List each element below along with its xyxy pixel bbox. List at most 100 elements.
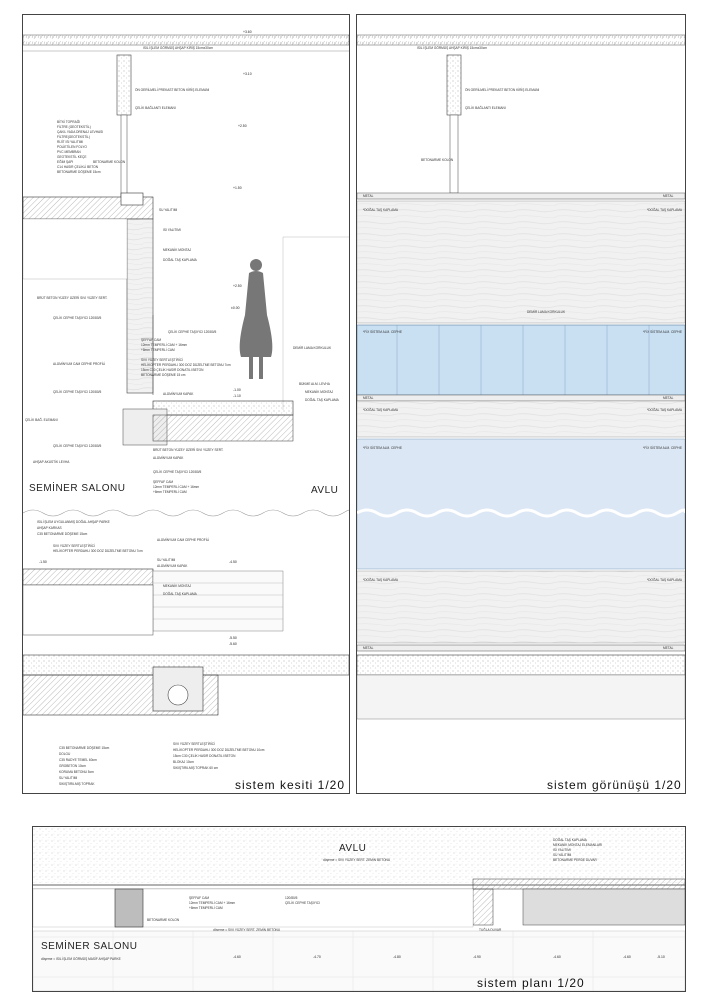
svg-text:BİTKİ TOPRAĞI: BİTKİ TOPRAĞI: [57, 119, 80, 124]
svg-text:FİLTRE(GEOTEKSTİL): FİLTRE(GEOTEKSTİL): [57, 134, 90, 139]
plan-sheet: AVLU döşeme = SIVI YÜZEY SERT. ZEMİN BET…: [32, 826, 686, 992]
mech-mount-label: MEKANİK MONTAJ: [163, 247, 192, 252]
metal-label-2: METAL: [363, 396, 374, 400]
svg-text:PVC MEMBRAN: PVC MEMBRAN: [57, 150, 81, 154]
svg-text:SU YALITIMI: SU YALITIMI: [553, 853, 571, 857]
alu-cover-label-3: ALÜMİNYUM KAPAK: [157, 563, 188, 568]
seminar-room-label: SEMİNER SALONU: [29, 481, 125, 494]
ground-soil: [357, 674, 685, 720]
steel-conn-label: ÇELİK BAĞLANTI ELEMANI: [135, 105, 176, 110]
svg-text:POLİETİLEN FOLYO: POLİETİLEN FOLYO: [57, 144, 87, 149]
svg-text:-4.80: -4.80: [393, 955, 401, 959]
svg-text:ÇAKIL YADA DRENAJ LEVHASI: ÇAKIL YADA DRENAJ LEVHASI: [57, 130, 103, 134]
courtyard-room-label: AVLU: [311, 485, 338, 496]
glass-label-6: +8mm TEMPERLİ CAM: [153, 489, 187, 494]
courtyard-slab: [152, 400, 294, 416]
mech-mount-label-2: MEKANİK MONTAJ: [305, 389, 334, 394]
svg-text:BLOKAJ 10cm: BLOKAJ 10cm: [173, 760, 194, 764]
plan-glass-label-2: 12mm TEMPERLİ CAM + 16mm: [189, 900, 235, 905]
roof-beam-band: [357, 34, 685, 46]
metal-band-top: [357, 192, 685, 200]
svg-text:MEKANİK MONTAJ ELEMANLARI: MEKANİK MONTAJ ELEMANLARI: [553, 842, 602, 847]
stone-label-1: *DOĞAL TAŞ KAPLAMA: [363, 207, 399, 212]
brut-label-2: BRÜT BETON YÜZEY ÜZERİ SIVI YÜZEY SERT.: [153, 447, 224, 452]
section-title: sistem kesiti 1/20: [235, 778, 345, 792]
slab-label-3: 15cm C30 ÇELİK HASIR DONATILI BETON: [141, 367, 204, 372]
level-8: -1.10: [233, 394, 241, 398]
level-5: +2.50: [233, 284, 242, 288]
svg-text:-5.10: -5.10: [657, 955, 665, 959]
svg-text:BETONARME PERDE DUVAR: BETONARME PERDE DUVAR: [553, 858, 598, 862]
metal-band-bottom: [357, 644, 685, 652]
glass-label-1: *FİX SİSTEM ALM. CEPHE: [363, 329, 402, 334]
svg-text:ISI YALITIMI: ISI YALITIMI: [553, 848, 571, 852]
glass-label-5: 12mm TEMPERLİ CAM + 16mm: [153, 484, 199, 489]
alu-cover-label: ALÜMİNYUM KAPAK: [163, 391, 194, 396]
precast-label: ÖN GERİLMELİ PREKAST BETON KİRİŞ ELEMANI: [465, 87, 539, 92]
alu-profile-label: ALÜMİNYUM CAM CEPHE PROFİLİ: [53, 361, 105, 366]
level-12: -5.60: [229, 642, 237, 646]
roof-beam-label: ISIL İŞLEM GÖRMÜŞ AHŞAP KİRİŞ 15cmx30cm: [143, 45, 213, 50]
steel-carrier-label-5: ÇELİK CEPHE TAŞIYICI 120/80/5: [153, 469, 201, 474]
plan-rc-column-label: BETONARME KOLON: [147, 918, 180, 922]
glass-facade-upper: [357, 324, 685, 396]
heat-ins-label: ISI YALITIMI: [163, 228, 181, 232]
svg-text:DOLGU: DOLGU: [59, 752, 71, 756]
lower-slab: [23, 568, 154, 586]
svg-text:DOĞAL TAŞ KAPLAMA: DOĞAL TAŞ KAPLAMA: [553, 837, 588, 842]
glass-label-3: +8mm TEMPERLİ CAM: [141, 347, 175, 352]
plan-mid-floor-label: döşeme = SIVI YÜZEY SERT. ZEMİN BETONU: [213, 927, 281, 932]
glass-label-2: 12mm TEMPERLİ CAM + 16mm: [141, 342, 187, 347]
brick-label: TUĞLA DUVAR: [479, 927, 502, 932]
stone-label-4: *DOĞAL TAŞ KAPLAMA: [647, 407, 683, 412]
svg-text:C14 HASIR ÇELİKLİ BETON: C14 HASIR ÇELİKLİ BETON: [57, 164, 99, 169]
bent-sheet-label: BÜKME ALM. LEVHA: [299, 382, 331, 386]
plan-rc-column: [114, 888, 144, 928]
metal-band-mid: [357, 394, 685, 402]
glass-facade-lower: [357, 438, 685, 570]
plan-seminar-label: SEMİNER SALONU: [41, 939, 137, 952]
svg-text:15cm C30 ÇELİK HASIR DONATILI: 15cm C30 ÇELİK HASIR DONATILI BETON: [173, 753, 236, 758]
stone-cladding-upper: [357, 200, 685, 324]
svg-text:SIKIŞTIRILMIŞ TOPRAK 60 cm: SIKIŞTIRILMIŞ TOPRAK 60 cm: [173, 766, 218, 770]
svg-text:C35 BETONARME DÖŞEME 15cm: C35 BETONARME DÖŞEME 15cm: [37, 532, 88, 536]
steel-carrier-label-4: ÇELİK CEPHE TAŞIYICI 120/80/5: [53, 443, 101, 448]
svg-text:C35 RADYE TEMEL 60cm: C35 RADYE TEMEL 60cm: [59, 758, 97, 762]
break-line: [357, 508, 685, 518]
level-7: -1.00: [233, 388, 241, 392]
plan-seminar-floor-label: döşeme = ISIL İŞLEM GÖRMÜŞ MASİF AHŞAP P…: [41, 956, 121, 961]
stone-label-5: *DOĞAL TAŞ KAPLAMA: [363, 577, 399, 582]
mech-mount-label-3: MEKANİK MONTAJ: [163, 583, 192, 588]
wall-layers: DOĞAL TAŞ KAPLAMA MEKANİK MONTAJ ELEMANL…: [553, 837, 602, 862]
steel-carrier-label: ÇELİK CEPHE TAŞIYICI 120/80/5: [53, 315, 101, 320]
svg-text:GEOTEKSTİL KEÇE: GEOTEKSTİL KEÇE: [57, 154, 86, 159]
metal-label-3: METAL: [663, 396, 674, 400]
seminar-area: [33, 930, 685, 991]
plan-levels: -4.60 -4.70 -4.80 -4.90 -4.60 -4.60 -5.1…: [233, 955, 665, 959]
svg-text:KORUMA BETONU 5cm: KORUMA BETONU 5cm: [59, 770, 94, 774]
svg-text:SU YALITIMI: SU YALITIMI: [59, 776, 77, 780]
rc-column: [120, 114, 128, 198]
floor-layers: ISIL İŞLEM UYGULANMIŞ DOĞAL AHŞAP PARKE …: [37, 519, 110, 536]
steel-carrier-label-3: ÇELİK CEPHE TAŞIYICI 120/80/5: [53, 389, 101, 394]
glass-label-4: *FİX SİSTEM ALM. CEPHE: [643, 445, 682, 450]
svg-text:-4.60: -4.60: [553, 955, 561, 959]
acoustic-label: AHŞAP AKUSTİK LEVHA: [33, 459, 70, 464]
plan-glass-label-3: +8mm TEMPERLİ CAM: [189, 905, 223, 910]
slab-label-4: BETONARME DÖŞEME 15 cm: [141, 373, 186, 377]
water-ins-label-2: SU YALITIMI: [157, 558, 175, 562]
slab-screed-label: HELİKOPTER PERDAHLI 300 DOZ DÜZELTME BET…: [53, 548, 143, 553]
metal-label-5: METAL: [663, 646, 674, 650]
stone-clad-label: DOĞAL TAŞ KAPLAMA: [163, 257, 198, 262]
svg-text:SIVI YÜZEY SERTLEŞTİRİCİ: SIVI YÜZEY SERTLEŞTİRİCİ: [173, 741, 215, 746]
rc-column: [449, 114, 459, 194]
section-drawing: ISIL İŞLEM GÖRMÜŞ AHŞAP KİRİŞ 15cmx30cm …: [23, 30, 349, 792]
stone-cladding-lower: [357, 570, 685, 644]
elevation-title: sistem görünüşü 1/20: [547, 778, 682, 792]
svg-text:-4.60: -4.60: [623, 955, 631, 959]
stone-label-3: *DOĞAL TAŞ KAPLAMA: [363, 407, 399, 412]
svg-text:BETONARME DÖŞEME 15cm: BETONARME DÖŞEME 15cm: [57, 170, 101, 174]
svg-text:-4.90: -4.90: [473, 955, 481, 959]
metal-label-right: METAL: [663, 194, 674, 198]
level-11: -5.50: [229, 636, 237, 640]
